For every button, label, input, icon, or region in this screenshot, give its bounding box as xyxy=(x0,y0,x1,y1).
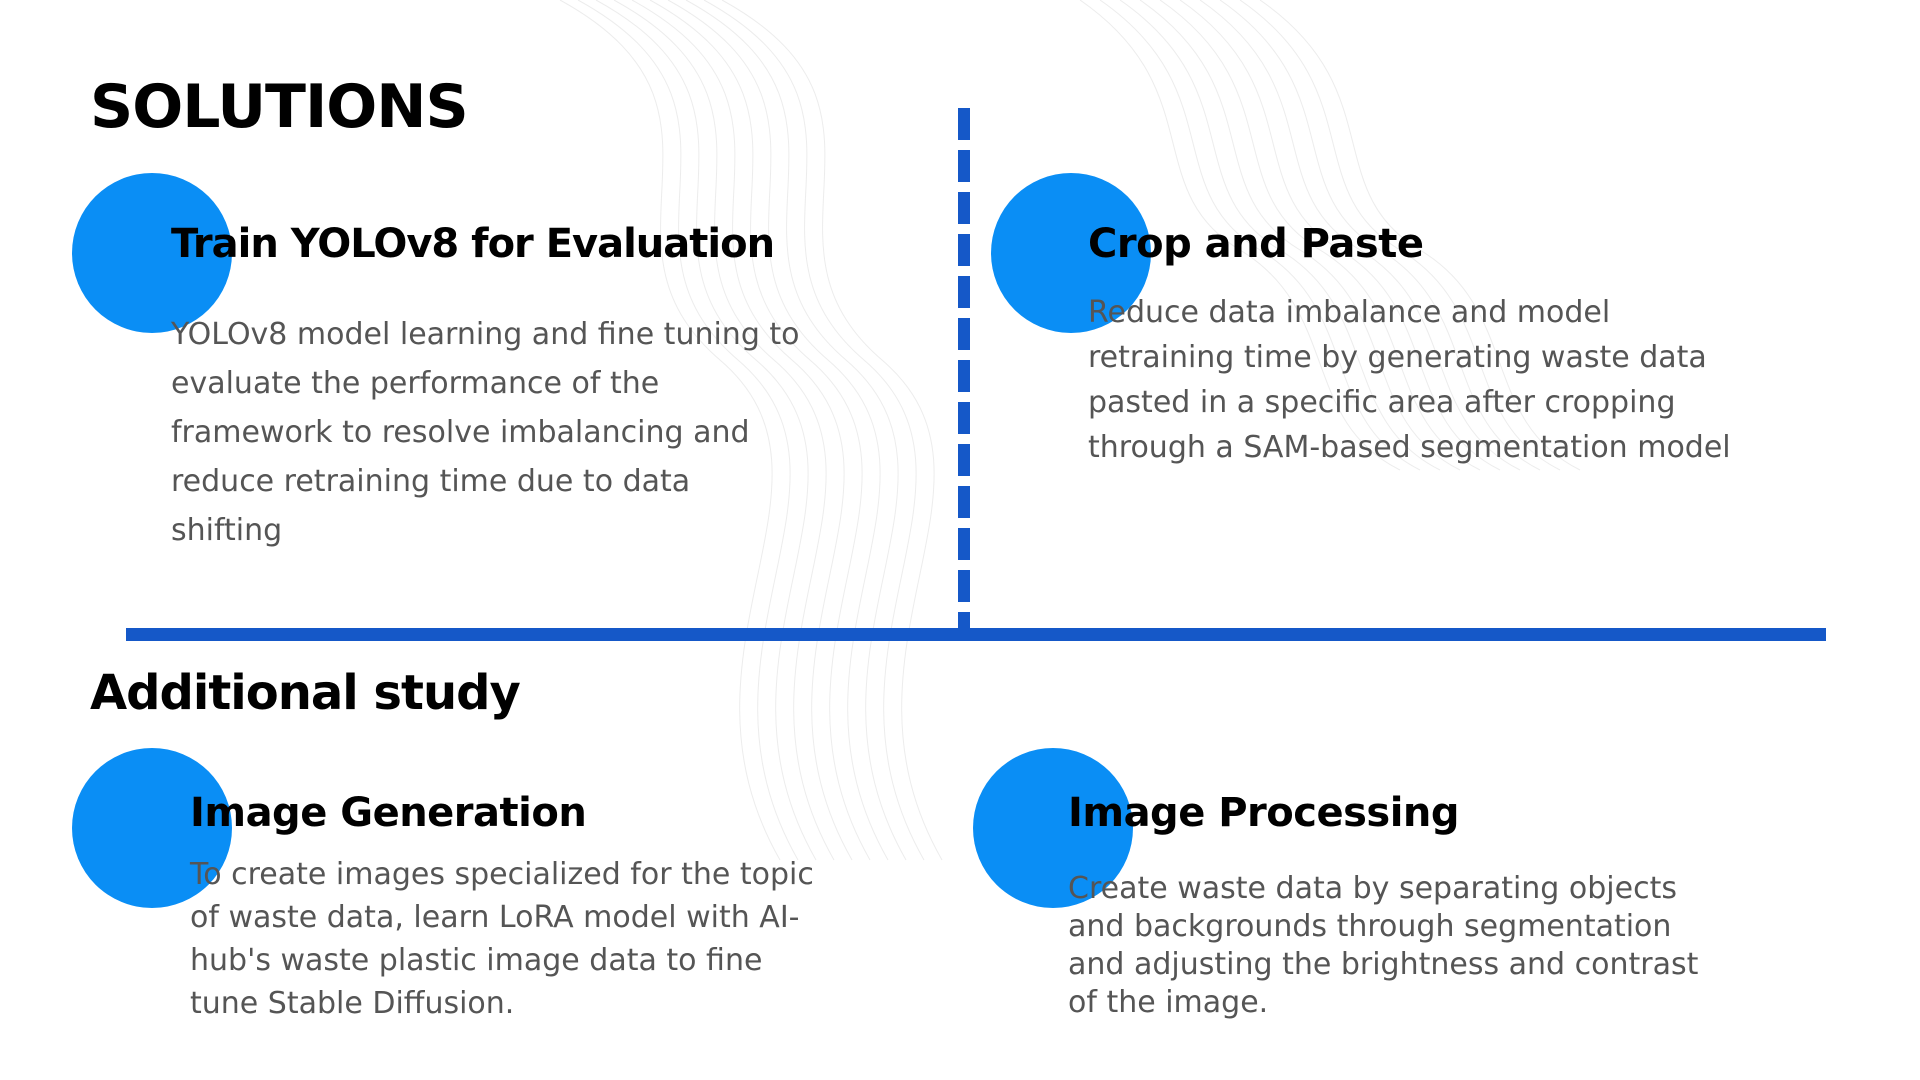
circle-bullet-icon xyxy=(72,748,232,908)
study-title: Image Generation xyxy=(190,790,587,836)
solution-title: Train YOLOv8 for Evaluation xyxy=(171,221,775,267)
study-title: Image Processing xyxy=(1068,790,1460,836)
solution-description: Reduce data imbalance and model retraini… xyxy=(1088,295,1731,465)
vertical-divider xyxy=(958,108,970,630)
solution-title: Crop and Paste xyxy=(1088,221,1424,267)
circle-bullet-icon xyxy=(973,748,1133,908)
horizontal-divider xyxy=(126,628,1826,641)
study-description: To create images specialized for the top… xyxy=(190,857,814,1021)
circle-bullet-icon xyxy=(72,173,232,333)
circle-bullet-icon xyxy=(991,173,1151,333)
study-description: Create waste data by separating objects … xyxy=(1068,871,1699,1020)
section-title: Additional study xyxy=(90,665,521,721)
page-title: SOLUTIONS xyxy=(90,72,469,142)
solution-description: YOLOv8 model learning and fine tuning to… xyxy=(171,317,800,548)
